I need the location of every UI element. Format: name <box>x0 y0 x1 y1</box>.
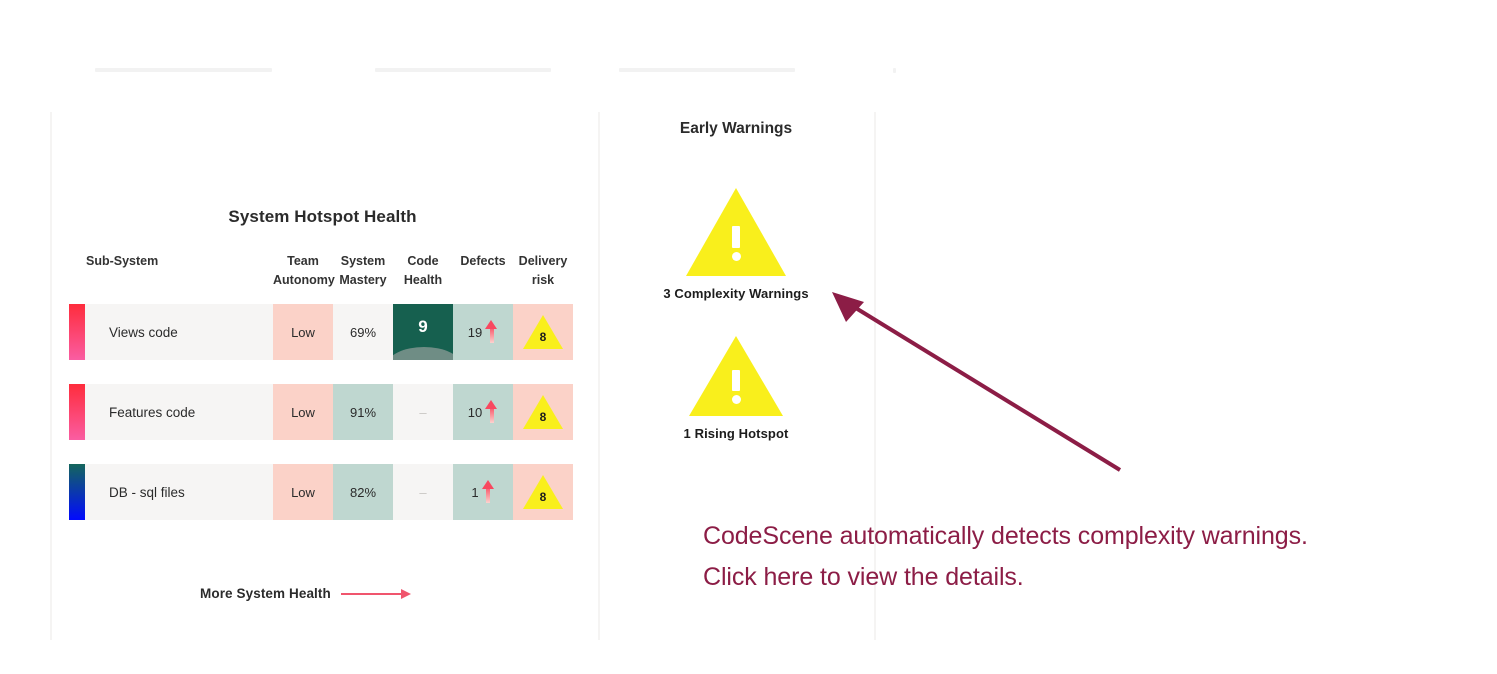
defects-count: 10 <box>467 404 483 420</box>
cell-code-health: 9 <box>393 304 453 360</box>
table-row[interactable]: DB - sql files Low 82% – 1 8 <box>50 464 575 520</box>
delivery-risk-triangle-icon: 8 <box>523 315 563 349</box>
annotation-text: CodeScene automatically detects complexi… <box>703 516 1493 598</box>
delivery-risk-value: 8 <box>539 410 547 424</box>
row-sub-system-name: Features code <box>85 384 273 440</box>
hotspot-health-table: Sub-System Team Autonomy System Mastery … <box>50 252 575 544</box>
cell-system-mastery: 69% <box>333 304 393 360</box>
arrow-right-icon <box>340 588 411 600</box>
defects-count: 1 <box>471 484 479 500</box>
more-system-health-label: More System Health <box>200 586 331 601</box>
cell-system-mastery: 82% <box>333 464 393 520</box>
cell-team-autonomy: Low <box>273 304 333 360</box>
code-health-wave <box>393 347 453 360</box>
column-header-system-mastery: System Mastery <box>339 254 387 287</box>
table-row[interactable]: Views code Low 69% 9 19 8 <box>50 304 575 360</box>
early-warning-item-complexity[interactable]: 3 Complexity Warnings <box>598 188 874 301</box>
warning-triangle-icon <box>686 188 786 276</box>
cell-delivery-risk: 8 <box>513 304 573 360</box>
skeleton-bar-3 <box>619 68 795 72</box>
skeleton-bar-1 <box>95 68 272 72</box>
row-color-indicator <box>69 384 85 440</box>
trend-up-arrow-icon <box>485 397 498 427</box>
annotation-line-2: Click here to view the details. <box>703 563 1024 591</box>
row-color-indicator <box>69 304 85 360</box>
cell-delivery-risk: 8 <box>513 464 573 520</box>
warning-triangle-icon <box>689 336 783 416</box>
early-warnings-title: Early Warnings <box>679 120 793 137</box>
delivery-risk-value: 8 <box>539 490 547 504</box>
trend-up-arrow-icon <box>485 317 498 347</box>
row-sub-system-name: Views code <box>85 304 273 360</box>
delivery-risk-value: 8 <box>539 330 547 344</box>
cell-defects: 10 <box>453 384 513 440</box>
early-warnings-panel: Early Warnings 3 Complexity Warnings 1 R… <box>598 112 874 640</box>
code-health-chip: 9 <box>393 304 453 360</box>
delivery-risk-triangle-icon: 8 <box>523 475 563 509</box>
annotation-line-1: CodeScene automatically detects complexi… <box>703 522 1308 550</box>
page-title: System Hotspot Health <box>228 207 417 226</box>
defects-count: 19 <box>467 324 483 340</box>
column-header-code-health: Code Health <box>403 254 443 287</box>
panel-divider-left <box>50 112 52 640</box>
delivery-risk-triangle-icon: 8 <box>523 395 563 429</box>
trend-up-arrow-icon <box>481 477 495 507</box>
cell-defects: 19 <box>453 304 513 360</box>
cell-code-health: – <box>393 384 453 440</box>
cell-delivery-risk: 8 <box>513 384 573 440</box>
cell-team-autonomy: Low <box>273 384 333 440</box>
table-header-row: Sub-System Team Autonomy System Mastery … <box>50 252 575 304</box>
system-hotspot-health-panel: System Hotspot Health Sub-System Team Au… <box>50 112 598 640</box>
cell-defects: 1 <box>453 464 513 520</box>
skeleton-bar-4 <box>893 68 896 73</box>
column-header-delivery-risk: Delivery risk <box>518 254 568 287</box>
panel-divider-middle <box>598 112 600 640</box>
code-health-score: 9 <box>418 317 428 336</box>
column-header-sub-system: Sub-System <box>86 254 159 268</box>
cell-team-autonomy: Low <box>273 464 333 520</box>
cell-system-mastery: 91% <box>333 384 393 440</box>
skeleton-bar-2 <box>375 68 551 72</box>
early-warning-item-hotspot[interactable]: 1 Rising Hotspot <box>598 336 874 441</box>
table-row[interactable]: Features code Low 91% – 10 8 <box>50 384 575 440</box>
more-system-health-link[interactable]: More System Health <box>200 586 411 601</box>
row-color-indicator <box>69 464 85 520</box>
column-header-defects: Defects <box>460 254 506 268</box>
cell-code-health: – <box>393 464 453 520</box>
early-warning-label: 3 Complexity Warnings <box>663 286 809 301</box>
column-header-team-autonomy: Team Autonomy <box>273 254 335 287</box>
row-sub-system-name: DB - sql files <box>85 464 273 520</box>
early-warning-label: 1 Rising Hotspot <box>683 426 789 441</box>
